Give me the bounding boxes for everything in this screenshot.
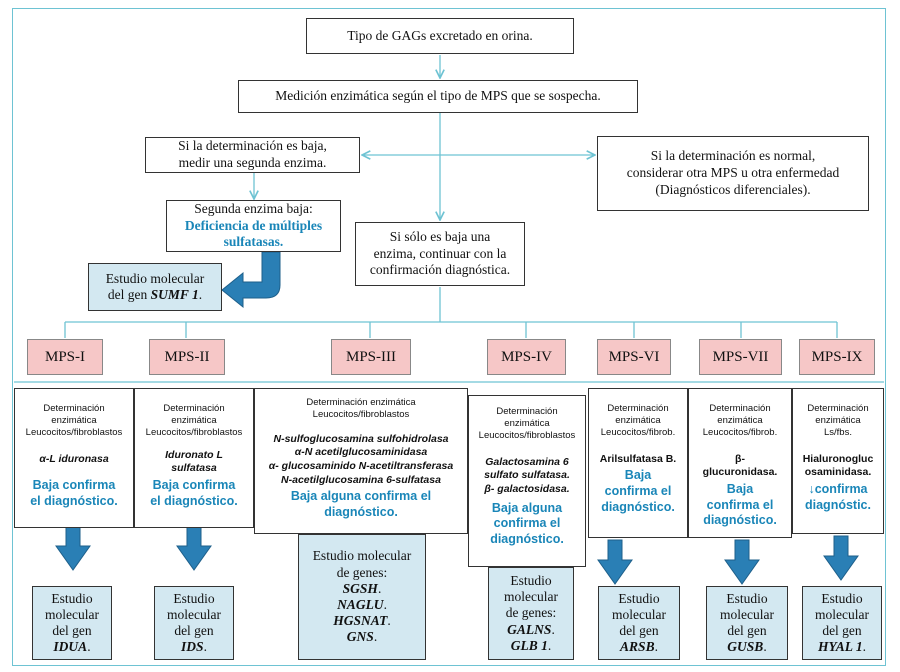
mps-label: MPS-VI <box>597 339 671 375</box>
gene-name: NAGLU <box>337 597 384 612</box>
gene-name: GNS <box>346 629 374 645</box>
mps-vi-column: Determinación enzimática Leucocitos/fibr… <box>588 388 688 538</box>
gene-name: ARSB <box>620 639 655 655</box>
mps-ix-column: Determinación enzimática Ls/fbs. Hialuro… <box>792 388 884 534</box>
sumf-line-2: del gen SUMF 1. <box>107 287 203 302</box>
solo-line-1: Si sólo es baja una <box>389 228 491 244</box>
mol-box-mps-iv: Estudio molecular de genes: GALNS. GLB 1… <box>488 567 574 660</box>
mps-iii-column: Determinación enzimática Leucocitos/fibr… <box>254 388 468 534</box>
mol-box-mps-ix: Estudio molecular del gen HYAL 1. <box>802 586 882 660</box>
segunda-line-3: sulfatasas. <box>223 234 284 250</box>
diagram-frame <box>12 8 886 666</box>
mps-label: MPS-IX <box>799 339 875 375</box>
gene-name: HGSNAT <box>333 613 388 629</box>
segunda-line-1: Segunda enzima baja: <box>194 200 313 216</box>
gene-name: SGSH <box>342 580 378 596</box>
sumf-box: Estudio molecular del gen SUMF 1. <box>88 263 222 311</box>
normal-line-2: considerar otra MPS u otra enfermedad <box>626 165 840 181</box>
mps-label: MPS-IV <box>487 339 566 375</box>
solo-line-3: confirmación diagnóstica. <box>369 262 511 278</box>
baja-box: Si la determinación es baja, medir una s… <box>145 137 360 173</box>
mps-label: MPS-III <box>331 339 411 375</box>
mps-vii-column: Determinación enzimática Leucocitos/fibr… <box>688 388 792 538</box>
baja-line-1: Si la determinación es baja, <box>178 138 327 154</box>
medicion-box: Medición enzimática según el tipo de MPS… <box>238 80 638 113</box>
segunda-box: Segunda enzima baja: Deficiencia de múlt… <box>166 200 341 252</box>
mps-ii-column: Determinación enzimática Leucocitos/fibr… <box>134 388 254 528</box>
gene-name: GUSB <box>727 639 764 655</box>
gene-name: IDS <box>181 639 204 655</box>
mol-box-mps-ii: Estudio molecular del gen IDS. <box>154 586 234 660</box>
mol-box-mps-i: Estudio molecular del gen IDUA. <box>32 586 112 660</box>
mps-label: MPS-II <box>149 339 225 375</box>
sumf-gene: SUMF 1 <box>150 287 199 302</box>
segunda-line-2: Deficiencia de múltiples <box>184 217 323 233</box>
mol-box-mps-vi: Estudio molecular del gen ARSB. <box>598 586 680 660</box>
mps-label: MPS-VII <box>699 339 782 375</box>
normal-line-3: (Diagnósticos diferenciales). <box>655 181 811 197</box>
solo-line-2: enzima, continuar con la <box>373 245 507 261</box>
mps-iv-column: Determinación enzimática Leucocitos/fibr… <box>468 395 586 567</box>
solo-box: Si sólo es baja una enzima, continuar co… <box>355 222 525 286</box>
gags-text: Tipo de GAGs excretado en orina. <box>347 27 533 43</box>
gags-box: Tipo de GAGs excretado en orina. <box>306 18 574 54</box>
gene-name: IDUA <box>53 639 88 655</box>
normal-line-1: Si la determinación es normal, <box>650 148 816 164</box>
baja-line-2: medir una segunda enzima. <box>178 155 327 170</box>
sumf-line-1: Estudio molecular <box>105 270 205 286</box>
mps-label: MPS-I <box>27 339 103 375</box>
normal-box: Si la determinación es normal, considera… <box>597 136 869 211</box>
mol-box-mps-iii: Estudio molecular de genes: SGSH. NAGLU.… <box>298 534 426 660</box>
mol-box-mps-vii: Estudio molecular del gen GUSB. <box>706 586 788 660</box>
gene-name: GLB 1 <box>510 637 548 653</box>
gene-name: HYAL 1 <box>818 639 863 655</box>
medicion-text: Medición enzimática según el tipo de MPS… <box>275 88 601 104</box>
gene-name: GALNS <box>507 621 552 637</box>
mps-i-column: Determinación enzimática Leucocitos/fibr… <box>14 388 134 528</box>
